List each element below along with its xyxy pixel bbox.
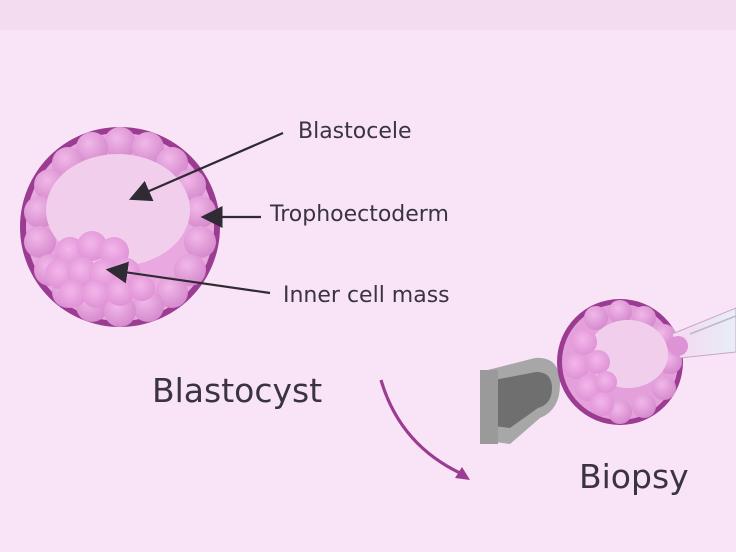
inner-cell-mass-pointer: [105, 261, 271, 295]
blastocyst-label: Blastocyst: [152, 371, 323, 410]
top-band: [0, 0, 736, 30]
biopsied-blastocyst: [557, 299, 683, 425]
blastocyst: [20, 127, 220, 327]
blastocele-label: Blastocele: [298, 119, 412, 144]
inner-cell-mass: [45, 231, 155, 308]
inner-cell-mass-label: Inner cell mass: [283, 283, 450, 308]
blastocele-pointer: [128, 131, 284, 202]
biopsy-label: Biopsy: [579, 457, 689, 496]
holding-pipette: [480, 357, 560, 444]
process-arrow: [379, 379, 470, 480]
trophoectoderm-label: Trophoectoderm: [270, 202, 449, 227]
biopsy-needle: [668, 307, 736, 359]
